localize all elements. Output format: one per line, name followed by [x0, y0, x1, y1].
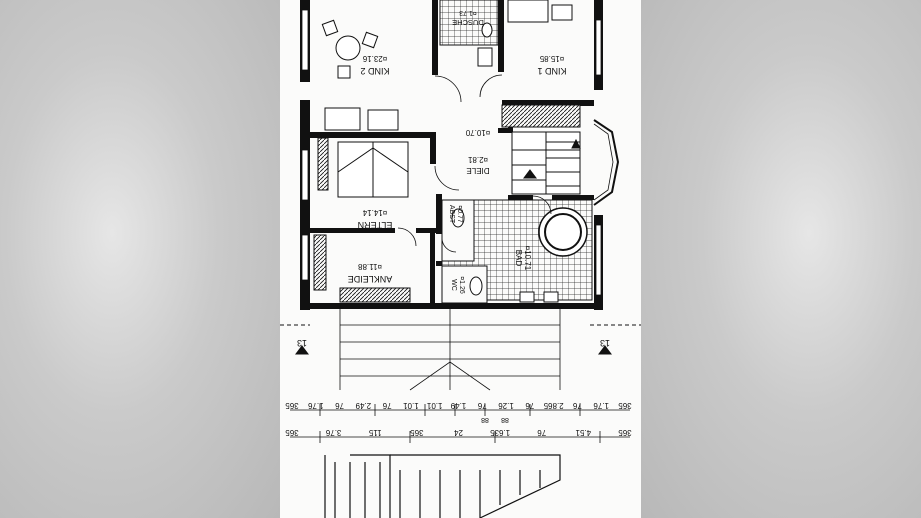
kind1-name: KIND 1 [537, 66, 566, 76]
dimension-label: 2.865 [543, 401, 564, 410]
diele-name: DIELE [466, 166, 489, 175]
abst-name: ABST [448, 205, 455, 224]
dimension-label: 115 [368, 428, 381, 437]
hall-area: ¤10.70 [465, 128, 490, 137]
section-marks [280, 324, 641, 355]
dimension-label: 1.01 [403, 401, 419, 410]
table-and-chairs [321, 19, 399, 131]
blurred-background-right [641, 0, 921, 518]
abst-area: ¤0.77 [456, 205, 463, 223]
round-bathtub [538, 207, 588, 257]
dusche-tiles [439, 0, 499, 46]
eltern-name: ELTERN [358, 220, 393, 230]
dimension-label: 76 [382, 401, 391, 410]
dimension-label: 365 [285, 428, 299, 437]
dimension-label: 3.76 [325, 428, 341, 437]
dimension-label: 365 [410, 428, 424, 437]
dimension-label: 365 [618, 401, 632, 410]
dimension-row-1-sub: 88 88 [481, 416, 509, 423]
dimension-lines [290, 404, 630, 443]
diele-area: ¤2.81 [467, 155, 488, 164]
wardrobe-kind1 [501, 104, 581, 128]
dimension-label: 88 [481, 416, 489, 423]
room-labels: KIND 2 ¤23.16 KIND 1 ¤15.85 DUSCHE ¤1.73… [348, 9, 567, 294]
dimension-label: 76 [525, 401, 534, 410]
sanitary-fixtures [451, 22, 559, 303]
kind1-area: ¤15.85 [539, 54, 564, 63]
dimension-label: 1.49 [450, 401, 466, 410]
dimension-row-1: 365 1.76 76 2.865 76 1.26 76 1.49 1.01 1.01 76 2.49… [285, 401, 632, 410]
wardrobe-eltern [317, 137, 329, 191]
terrace-lines [339, 309, 561, 391]
section-mark-left: 13 [297, 338, 307, 348]
dimension-label: 76 [572, 401, 581, 410]
floor-plan-drawing: KIND 2 ¤23.16 KIND 1 ¤15.85 DUSCHE ¤1.73… [280, 0, 641, 518]
staircase [511, 131, 581, 195]
wardrobe-ankleide [313, 234, 327, 291]
bad-name: BAD [514, 250, 523, 267]
dimension-label: 1.76 [307, 401, 323, 410]
dimension-label: 76 [477, 401, 486, 410]
door-swings [397, 74, 552, 253]
wardrobe-ankleide-2 [339, 287, 411, 303]
dimension-label: 1.26 [498, 401, 514, 410]
window-marks [301, 9, 602, 296]
bay-window [593, 119, 620, 206]
floor-plan-sheet: KIND 2 ¤23.16 KIND 1 ¤15.85 DUSCHE ¤1.73… [280, 0, 641, 518]
kind2-name: KIND 2 [360, 66, 389, 76]
desk-kind1 [507, 0, 573, 23]
dimension-label: 1.635 [490, 428, 511, 437]
dimension-label: 4.51 [575, 428, 591, 437]
ankleide-name: ANKLEIDE [348, 274, 393, 284]
blurred-background-left [0, 0, 280, 518]
kind2-area: ¤23.16 [362, 54, 387, 63]
bad-area: ¤10.71 [523, 246, 532, 271]
dimension-label: 365 [618, 428, 632, 437]
dimension-label: 76 [335, 401, 344, 410]
wc-name: WC [450, 279, 457, 291]
dimension-label: 76 [537, 428, 546, 437]
dimension-label: 1.01 [426, 401, 442, 410]
lower-roof [324, 454, 561, 518]
double-bed [337, 141, 409, 198]
wc-area: ¤1.26 [458, 276, 465, 294]
section-mark-right: 13 [600, 338, 610, 348]
dimension-label: 88 [501, 416, 509, 423]
dimension-label: 2.49 [355, 401, 371, 410]
eltern-area: ¤14.14 [362, 208, 387, 217]
dimension-label: 365 [285, 401, 299, 410]
dimension-label: 24 [454, 428, 463, 437]
dusche-area: ¤1.73 [459, 9, 477, 16]
ankleide-area: ¤11.88 [358, 262, 382, 271]
dimension-label: 1.76 [593, 401, 609, 410]
dimension-row-2: 365 4.51 76 1.635 24 365 115 3.76 365 [285, 428, 632, 437]
dusche-name: DUSCHE [452, 18, 484, 27]
